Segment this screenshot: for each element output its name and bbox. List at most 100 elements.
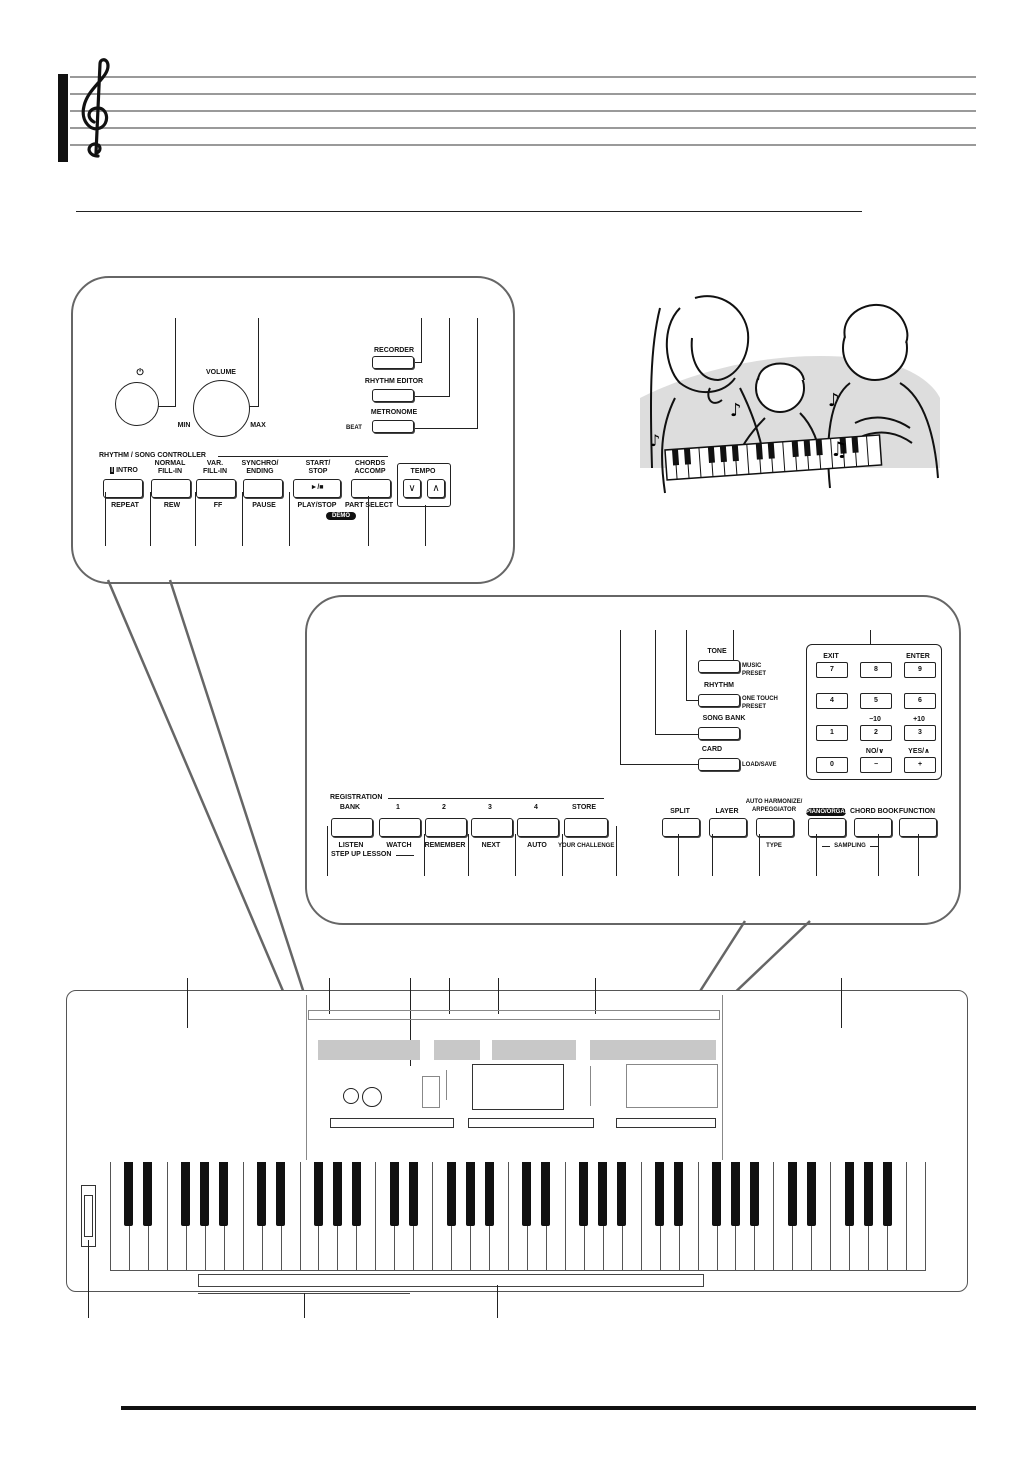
- type-label: TYPE: [766, 843, 782, 849]
- leader-line: [410, 428, 478, 429]
- leader-line: [425, 505, 426, 546]
- accomp-button[interactable]: [351, 479, 391, 498]
- black-key[interactable]: [124, 1162, 134, 1226]
- normal-fill-in-button[interactable]: [151, 479, 191, 498]
- white-key[interactable]: [375, 1162, 377, 1271]
- numpad-key[interactable]: 3: [904, 725, 936, 741]
- black-key[interactable]: [143, 1162, 153, 1226]
- numpad-key[interactable]: 2: [860, 725, 892, 741]
- numpad-key[interactable]: 8: [860, 662, 892, 678]
- mini-volume-knob[interactable]: [362, 1087, 382, 1107]
- white-key[interactable]: [242, 1162, 244, 1271]
- registration-1-button[interactable]: [379, 818, 421, 837]
- auto-harmonize-button[interactable]: [756, 818, 794, 837]
- intro-button[interactable]: [103, 479, 143, 498]
- tempo-up-button[interactable]: ∧: [427, 479, 445, 498]
- synchro-ending-button[interactable]: [243, 479, 283, 498]
- black-key[interactable]: [863, 1162, 873, 1226]
- numpad-key[interactable]: 4: [816, 693, 848, 709]
- tone-button[interactable]: [698, 660, 740, 673]
- black-key[interactable]: [351, 1162, 361, 1226]
- rhythm-button[interactable]: [698, 694, 740, 707]
- black-key[interactable]: [219, 1162, 229, 1226]
- black-key[interactable]: [617, 1162, 627, 1226]
- card-button[interactable]: [698, 758, 740, 771]
- black-key[interactable]: [465, 1162, 475, 1226]
- numpad-key[interactable]: 0: [816, 757, 848, 773]
- numpad-key[interactable]: 9: [904, 662, 936, 678]
- registration-4-button[interactable]: [517, 818, 559, 837]
- black-key[interactable]: [579, 1162, 589, 1226]
- black-key[interactable]: [749, 1162, 759, 1226]
- tempo-down-button[interactable]: ∨: [403, 479, 421, 498]
- var-fill-in-button[interactable]: [196, 479, 236, 498]
- numpad-key[interactable]: 1: [816, 725, 848, 741]
- white-key[interactable]: [166, 1162, 168, 1271]
- black-key[interactable]: [276, 1162, 286, 1226]
- store-button[interactable]: [564, 818, 608, 837]
- black-key[interactable]: [484, 1162, 494, 1226]
- registration-3-button[interactable]: [471, 818, 513, 837]
- black-key[interactable]: [712, 1162, 721, 1226]
- black-key[interactable]: [408, 1162, 418, 1226]
- black-key[interactable]: [787, 1162, 797, 1226]
- volume-knob[interactable]: [193, 380, 250, 437]
- mini-power-button[interactable]: [343, 1088, 359, 1104]
- registration-2-button[interactable]: [425, 818, 467, 837]
- black-key[interactable]: [257, 1162, 267, 1226]
- white-key[interactable]: [432, 1162, 434, 1271]
- white-key[interactable]: [697, 1162, 699, 1271]
- metronome-button[interactable]: [372, 420, 414, 433]
- numpad-key[interactable]: +: [904, 757, 936, 773]
- white-key[interactable]: [508, 1162, 510, 1271]
- white-key[interactable]: [564, 1162, 566, 1271]
- load-save-label: LOAD/SAVE: [742, 762, 777, 768]
- numpad-key[interactable]: 6: [904, 693, 936, 709]
- split-button[interactable]: [662, 818, 700, 837]
- white-key[interactable]: [640, 1162, 642, 1271]
- numpad-key[interactable]: −: [860, 757, 892, 773]
- white-key[interactable]: [830, 1162, 832, 1271]
- black-key[interactable]: [389, 1162, 399, 1226]
- recorder-button[interactable]: [372, 356, 414, 369]
- black-key[interactable]: [181, 1162, 191, 1226]
- white-key[interactable]: [925, 1162, 926, 1271]
- rhythm-editor-button[interactable]: [372, 389, 414, 402]
- mini-numpad[interactable]: [626, 1064, 718, 1108]
- black-key[interactable]: [522, 1162, 532, 1226]
- black-key[interactable]: [541, 1162, 551, 1226]
- black-key[interactable]: [200, 1162, 210, 1226]
- song-bank-button[interactable]: [698, 727, 740, 740]
- white-key[interactable]: [773, 1162, 775, 1271]
- black-key[interactable]: [806, 1162, 816, 1226]
- black-key[interactable]: [446, 1162, 456, 1226]
- mini-function-buttons[interactable]: [616, 1118, 716, 1128]
- layer-button[interactable]: [709, 818, 747, 837]
- chord-book-button[interactable]: [854, 818, 892, 837]
- black-key[interactable]: [844, 1162, 854, 1226]
- numpad-key[interactable]: 5: [860, 693, 892, 709]
- white-key[interactable]: [299, 1162, 301, 1271]
- black-key[interactable]: [730, 1162, 740, 1226]
- white-key[interactable]: [906, 1162, 908, 1271]
- mini-mode-buttons[interactable]: [590, 1066, 615, 1106]
- section-bracket: [822, 846, 830, 847]
- power-button[interactable]: [115, 382, 159, 426]
- black-key[interactable]: [332, 1162, 342, 1226]
- black-key[interactable]: [598, 1162, 608, 1226]
- mini-registration-buttons[interactable]: [468, 1118, 594, 1128]
- black-key[interactable]: [655, 1162, 665, 1226]
- mini-rhythm-buttons[interactable]: [330, 1118, 454, 1128]
- black-key[interactable]: [313, 1162, 323, 1226]
- black-key[interactable]: [674, 1162, 684, 1226]
- black-key[interactable]: [882, 1162, 892, 1226]
- start-stop-button[interactable]: ►/■: [293, 479, 341, 498]
- piano-organ-button[interactable]: [808, 818, 846, 837]
- bank-button[interactable]: [331, 818, 373, 837]
- leader-line: [449, 318, 450, 396]
- white-key[interactable]: [110, 1162, 111, 1271]
- step-up-lesson-label: STEP UP LESSON: [331, 851, 392, 858]
- section-bracket: [218, 456, 388, 457]
- numpad-key[interactable]: 7: [816, 662, 848, 678]
- mini-recorder-buttons[interactable]: [422, 1076, 440, 1108]
